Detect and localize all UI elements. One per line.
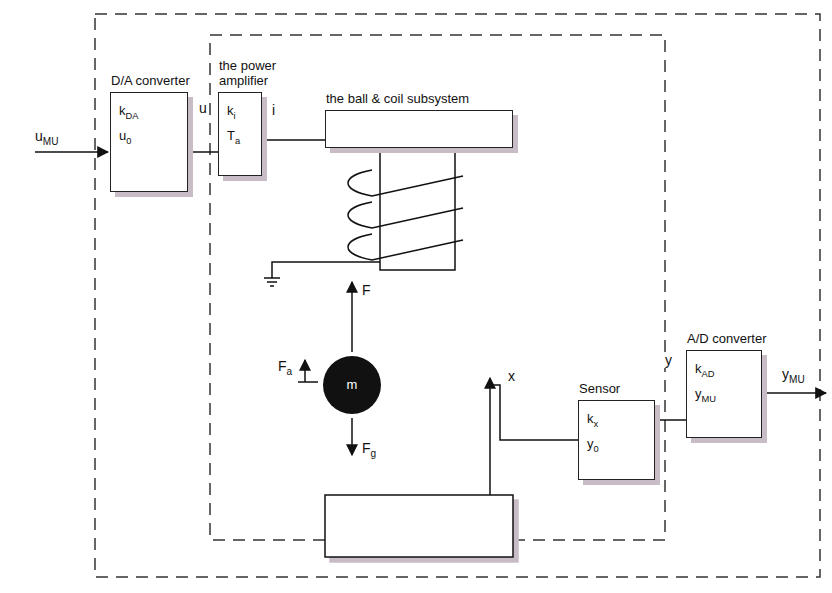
force-arrow — [298, 381, 318, 383]
sensor-box: kxy0Sensor — [578, 400, 655, 480]
parameter: kDA — [119, 103, 138, 122]
outer-boundary — [95, 14, 820, 577]
coil-plate: the ball & coil subsystem — [325, 110, 513, 148]
signal-wire — [262, 139, 325, 141]
signal-name: yMU — [782, 366, 805, 385]
force-arrow — [304, 360, 306, 382]
amplifier-box: kiTathe power amplifier — [218, 92, 262, 176]
parameter: y0 — [587, 436, 599, 455]
force-arrow — [351, 282, 353, 352]
position-wire — [490, 385, 578, 440]
output-arrow — [762, 392, 826, 394]
signal-name: uMU — [35, 128, 58, 147]
signal-wire — [188, 151, 218, 153]
position-arrow — [489, 378, 491, 495]
coil-turn — [348, 170, 463, 196]
converter-box: kDAu0D/A converter — [110, 92, 188, 192]
force-label: Fg — [362, 440, 376, 459]
force-label: F — [362, 282, 371, 298]
edge-label: i — [270, 102, 277, 118]
mass-label: m — [347, 377, 358, 393]
block-title: the power amplifier — [219, 58, 299, 89]
force-label: Fa — [278, 358, 292, 377]
signal-name: x — [508, 368, 515, 384]
block-title: Sensor — [579, 381, 659, 397]
plant-boundary — [210, 35, 665, 540]
parameter: ki — [227, 103, 236, 122]
edge-label: y — [663, 352, 674, 368]
ground-symbol — [264, 278, 280, 286]
coil-core — [380, 148, 455, 270]
coil-winding — [348, 170, 463, 260]
converter-box: kADyMUA/D converter — [686, 350, 762, 438]
ball: m — [322, 355, 382, 415]
base-plate — [325, 495, 513, 557]
parameter: kAD — [695, 361, 714, 380]
coil-turn — [348, 202, 463, 228]
coil-turn — [348, 234, 463, 260]
parameter: Ta — [227, 128, 240, 147]
parameter: kx — [587, 411, 598, 430]
signal-wire — [655, 419, 686, 421]
ground-wire — [272, 262, 380, 278]
edge-label: u — [197, 100, 209, 116]
block-title: D/A converter — [111, 73, 211, 89]
input-arrow — [35, 151, 108, 153]
parameter: yMU — [695, 386, 716, 405]
force-arrow — [351, 418, 353, 455]
block-title: A/D converter — [687, 331, 787, 347]
block-title: the ball & coil subsystem — [326, 91, 526, 107]
parameter: u0 — [119, 128, 131, 147]
